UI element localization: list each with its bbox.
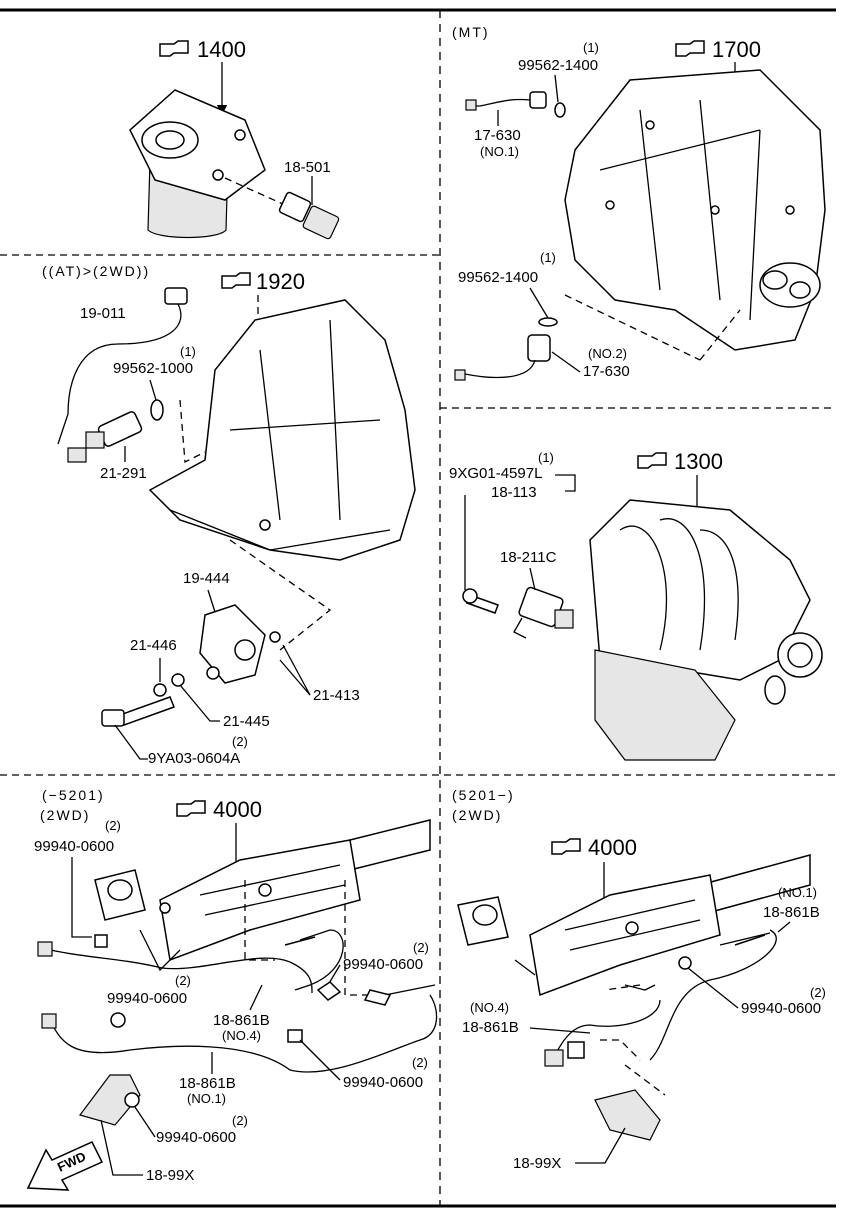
callout-21-446: 21-446 bbox=[130, 637, 177, 654]
callout-18-113: 18-113 bbox=[491, 484, 537, 501]
o2-sensor-no1 bbox=[41, 994, 438, 1073]
svg-text:(2): (2) bbox=[105, 818, 121, 833]
panel-1300: 1300 (1) 9XG01-4597L 18-113 18-211C bbox=[449, 449, 823, 761]
pointing-hand-icon bbox=[675, 40, 705, 57]
callout-99940-0600: 99940-0600 bbox=[107, 990, 187, 1007]
svg-text:(2): (2) bbox=[175, 973, 191, 988]
condition-label: ((AT)>(2WD)) bbox=[42, 263, 150, 279]
sensor-18-501 bbox=[278, 191, 340, 240]
svg-text:(2): (2) bbox=[232, 734, 248, 749]
svg-text:(NO.4): (NO.4) bbox=[222, 1028, 261, 1043]
bracket-18-99x bbox=[78, 1074, 141, 1126]
callout-18-861b: 18-861B bbox=[462, 1019, 519, 1036]
callout-no1: (NO.1) bbox=[778, 885, 817, 900]
switch-17-630-no1 bbox=[465, 91, 566, 118]
panel-1400: 1400 18-501 bbox=[129, 37, 340, 240]
callout-99940-0600: 99940-0600 bbox=[343, 1074, 423, 1091]
ref-number: 1300 bbox=[674, 449, 723, 474]
catalytic-converter bbox=[529, 874, 721, 997]
callout-21-291: 21-291 bbox=[100, 465, 147, 482]
svg-text:(NO.1): (NO.1) bbox=[480, 144, 519, 159]
pointing-hand-icon bbox=[176, 800, 206, 817]
callout-9ya03-0604a: 9YA03-0604A bbox=[148, 750, 240, 767]
callout-99940-0600: 99940-0600 bbox=[34, 838, 114, 855]
svg-text:(2): (2) bbox=[810, 985, 826, 1000]
callout-99940-0600: 99940-0600 bbox=[741, 1000, 821, 1017]
condition-label-2: (2WD) bbox=[40, 807, 90, 823]
svg-text:(2): (2) bbox=[412, 1055, 428, 1070]
callout-18-501: 18-501 bbox=[284, 159, 331, 176]
svg-text:(2): (2) bbox=[232, 1113, 248, 1128]
sensor-21-291 bbox=[85, 411, 143, 449]
callout-17-630: 17-630 bbox=[583, 363, 630, 380]
at-transmission-case bbox=[148, 299, 416, 561]
ref-number: 1700 bbox=[712, 37, 761, 62]
callout-17-630: 17-630 bbox=[474, 127, 521, 144]
pointing-hand-icon bbox=[221, 272, 251, 289]
callout-99562-1000: 99562-1000 bbox=[113, 360, 193, 377]
svg-text:(2): (2) bbox=[413, 940, 429, 955]
callout-18-211c: 18-211C bbox=[500, 549, 557, 566]
fwd-arrow-icon: FWD bbox=[26, 1141, 104, 1191]
callout-18-861b: 18-861B bbox=[763, 904, 820, 921]
callout-no4: (NO.4) bbox=[470, 1000, 509, 1015]
ref-number: 4000 bbox=[213, 797, 262, 822]
condition-label-2: (2WD) bbox=[452, 807, 502, 823]
condition-label: (5201−) bbox=[452, 787, 515, 803]
intake-manifold bbox=[589, 499, 811, 681]
panel-4000-late: (5201−) (2WD) 4000 (NO.1) 18-861B (2) 99… bbox=[452, 787, 826, 1172]
callout-99562-1400: 99562-1400 bbox=[458, 269, 538, 286]
harness-19-011 bbox=[57, 287, 188, 463]
panel-1700: (MT) 1700 (1) 99562-1400 17-630 (NO.1) bbox=[452, 24, 826, 381]
callout-9xg01-4597l: 9XG01-4597L bbox=[449, 465, 542, 482]
callout-18-99x: 18-99X bbox=[513, 1155, 561, 1172]
condition-label: (MT) bbox=[452, 24, 490, 40]
catalytic-converter bbox=[159, 839, 361, 962]
callout-18-861b: 18-861B bbox=[179, 1075, 236, 1092]
panel-4000-early: (−5201) (2WD) 4000 (2) 99940-0600 (2) 99… bbox=[26, 787, 438, 1191]
switch-17-630-no2 bbox=[454, 317, 558, 381]
bracket-18-99x bbox=[594, 1089, 661, 1141]
svg-text:(NO.2): (NO.2) bbox=[588, 346, 627, 361]
pointing-hand-icon bbox=[159, 40, 189, 57]
sensor-19-444 bbox=[199, 604, 281, 684]
svg-text:(1): (1) bbox=[583, 40, 599, 55]
pointing-hand-icon bbox=[551, 838, 581, 855]
bolt bbox=[119, 696, 175, 726]
solenoid-18-211c bbox=[513, 586, 574, 639]
callout-21-413: 21-413 bbox=[313, 687, 360, 704]
callout-99562-1400: 99562-1400 bbox=[518, 57, 598, 74]
callout-19-444: 19-444 bbox=[183, 570, 230, 587]
callout-99940-0600: 99940-0600 bbox=[343, 956, 423, 973]
ref-number: 4000 bbox=[588, 835, 637, 860]
panel-1920: ((AT)>(2WD)) 1920 19-011 (1) 99562-1000 … bbox=[42, 263, 416, 767]
svg-text:(1): (1) bbox=[180, 344, 196, 359]
condition-label: (−5201) bbox=[42, 787, 105, 803]
ref-number: 1400 bbox=[197, 37, 246, 62]
callout-21-445: 21-445 bbox=[223, 713, 270, 730]
svg-text:(1): (1) bbox=[538, 450, 554, 465]
callout-18-861b: 18-861B bbox=[213, 1012, 270, 1029]
svg-text:(1): (1) bbox=[540, 250, 556, 265]
ref-number: 1920 bbox=[256, 269, 305, 294]
callout-99940-0600: 99940-0600 bbox=[156, 1129, 236, 1146]
o2-sensor-no4 bbox=[37, 929, 344, 994]
svg-text:(NO.1): (NO.1) bbox=[187, 1091, 226, 1106]
callout-18-99x: 18-99X bbox=[146, 1167, 194, 1184]
pointing-hand-icon bbox=[637, 452, 667, 469]
connector-pair bbox=[544, 1041, 585, 1067]
callout-19-011: 19-011 bbox=[80, 305, 126, 322]
